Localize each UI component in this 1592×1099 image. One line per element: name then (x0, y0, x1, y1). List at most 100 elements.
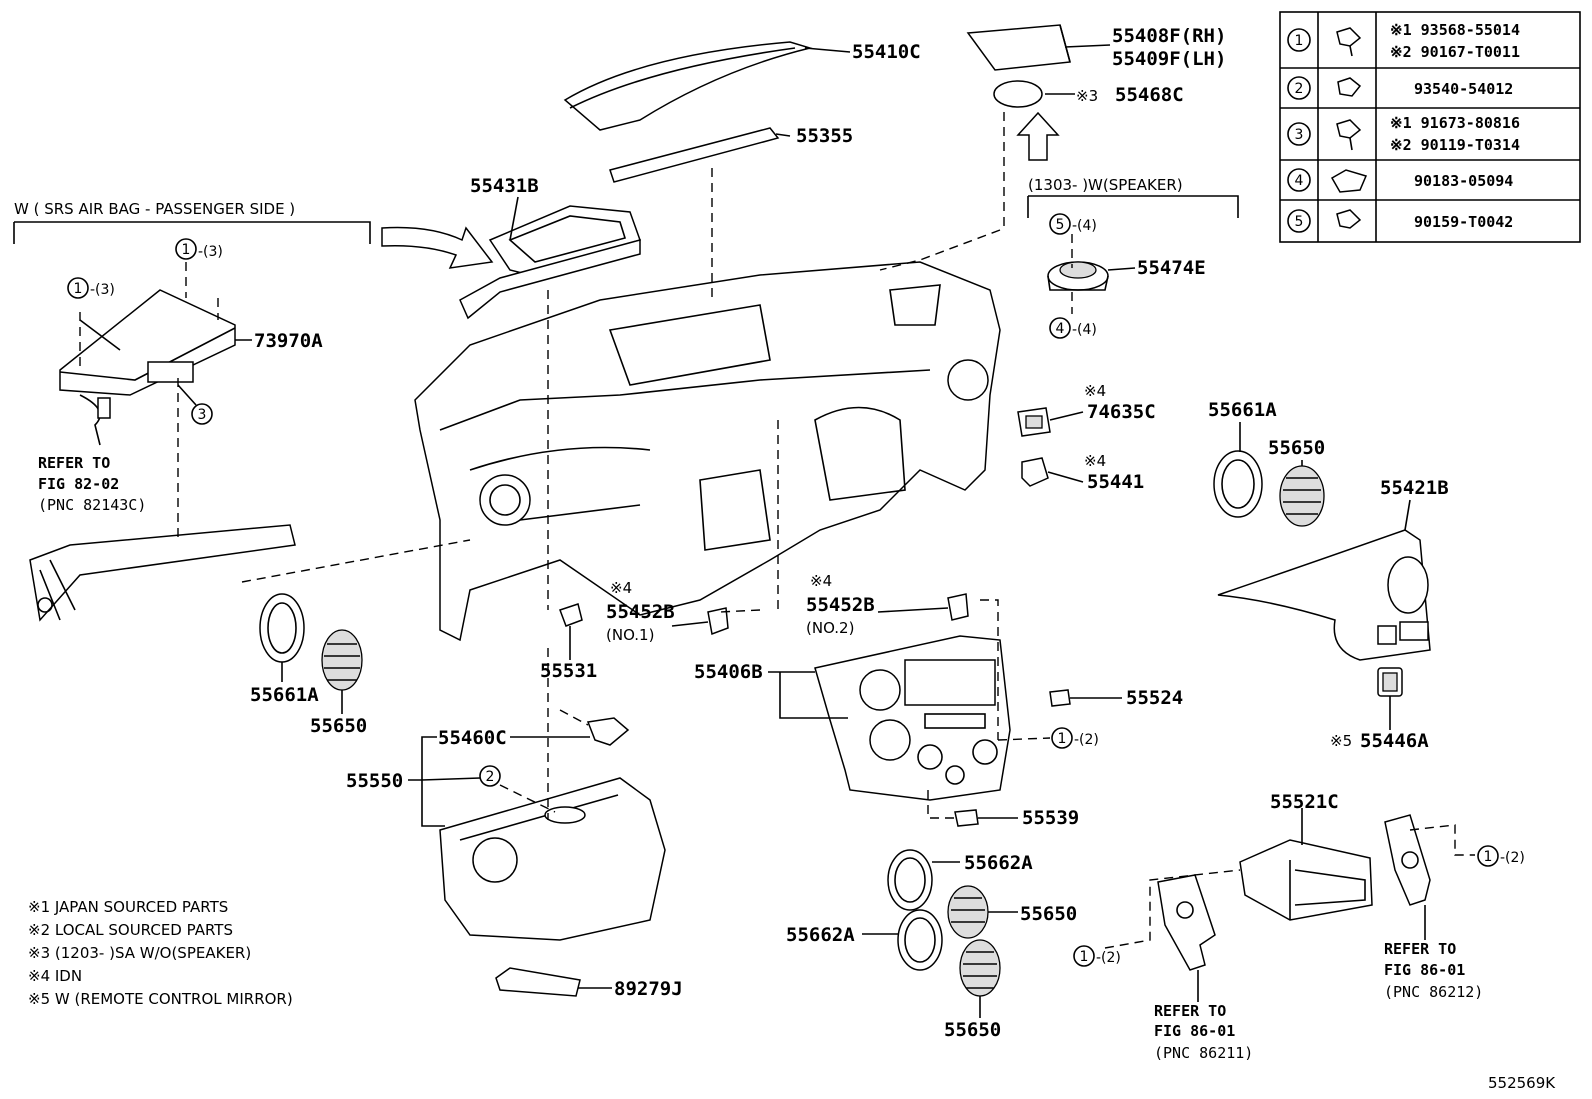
part-55446a-drawing (1377, 667, 1403, 697)
ref-1-2-bottom: 1 -(2) (1073, 945, 1121, 967)
svg-text:3: 3 (1295, 127, 1304, 143)
mark-4-74635c: ※4 (1084, 382, 1106, 400)
svg-text:※2 90167-T0011: ※2 90167-T0011 (1390, 43, 1520, 61)
svg-text:FIG 82-02: FIG 82-02 (38, 475, 119, 493)
part-55431b-drawing (459, 205, 641, 320)
callout-89279j: 89279J (614, 978, 683, 1000)
bolt-icon (1336, 209, 1362, 229)
refer-note-3: REFER TO FIG 86-01 (PNC 86212) (1384, 905, 1483, 1001)
callout-55662a-1: 55662A (964, 852, 1033, 874)
callout-74635c: 74635C (1087, 401, 1156, 423)
part-55521c-drawing (1239, 839, 1373, 921)
svg-text:※1 93568-55014: ※1 93568-55014 (1390, 21, 1520, 39)
part-55524-drawing (1049, 689, 1071, 707)
svg-text:REFER TO: REFER TO (1154, 1002, 1226, 1020)
part-55662a-2-drawing (897, 909, 943, 971)
legend-item-3: ※3 (1203- )SA W/O(SPEAKER) (28, 944, 251, 962)
callout-55539: 55539 (1022, 807, 1079, 829)
table-row-3: 3 ※1 91673-80816 ※2 90119-T0314 (1287, 114, 1520, 154)
callout-55524: 55524 (1126, 687, 1183, 709)
svg-text:REFER TO: REFER TO (1384, 940, 1456, 958)
table-row-4: 4 90183-05094 (1287, 168, 1513, 193)
callout-55468c: 55468C (1115, 84, 1184, 106)
arrow-right-icon (381, 226, 494, 269)
callout-55521c: 55521C (1270, 791, 1339, 813)
legend: ※1 JAPAN SOURCED PARTS ※2 LOCAL SOURCED … (28, 898, 293, 1008)
callout-55421b: 55421B (1380, 477, 1449, 499)
callout-55452b-no1: 55452B (606, 601, 675, 623)
part-55650-left-drawing (321, 629, 363, 691)
bolt-icon (1336, 27, 1362, 57)
part-55650-right-drawing (1279, 465, 1325, 527)
svg-text:(PNC 86212): (PNC 86212) (1384, 983, 1483, 1001)
leader-lines (13, 44, 1411, 1018)
svg-text:1: 1 (1484, 849, 1493, 865)
svg-text:1: 1 (182, 242, 191, 258)
part-89279j-drawing (495, 967, 581, 997)
svg-text:5: 5 (1295, 214, 1304, 230)
part-55452b-no2-drawing (947, 593, 969, 621)
instrument-panel-drawing (414, 261, 1001, 642)
part-55468c-drawing (993, 80, 1043, 108)
bolt-icon (1336, 119, 1362, 151)
circle-refs: 1 -(3) 1 -(3) 3 5 -(4) 4 -(4) (67, 213, 1525, 967)
part-55650-m1-drawing (947, 885, 989, 939)
part-55474e-drawing (1047, 261, 1109, 291)
part-55662a-1-drawing (887, 849, 933, 911)
svg-text:2: 2 (1295, 81, 1304, 97)
callout-55661a-left: 55661A (250, 684, 319, 706)
callout-55474e: 55474E (1137, 257, 1206, 279)
part-55650-m2-drawing (959, 939, 1001, 997)
svg-text:90183-05094: 90183-05094 (1414, 172, 1513, 190)
ref-1-3-left: 1 -(3) (67, 277, 115, 299)
legend-item-1: ※1 JAPAN SOURCED PARTS (28, 898, 228, 916)
fastener-table: 1 ※1 93568-55014 ※2 90167-T0011 2 93540-… (1279, 11, 1581, 243)
part-55539-drawing (954, 809, 979, 827)
svg-text:1: 1 (1080, 949, 1089, 965)
svg-text:-(4): -(4) (1072, 322, 1097, 338)
svg-text:FIG 86-01: FIG 86-01 (1384, 961, 1465, 979)
svg-text:-(4): -(4) (1072, 218, 1097, 234)
svg-text:※2 90119-T0314: ※2 90119-T0314 (1390, 136, 1520, 154)
svg-text:93540-54012: 93540-54012 (1414, 80, 1513, 98)
legend-item-5: ※5 W (REMOTE CONTROL MIRROR) (28, 990, 293, 1008)
part-55406b-drawing (814, 635, 1011, 801)
callout-labels: 55410C 55408F(RH) 55409F(LH) ※3 55468C 5… (250, 25, 1449, 1041)
speaker-group-label: (1303- )W(SPEAKER) (1028, 176, 1183, 194)
srs-airbag-group-label: W ( SRS AIR BAG - PASSENGER SIDE ) (14, 200, 295, 218)
part-55408f-drawing (966, 24, 1071, 71)
ref-3: 3 (177, 384, 213, 425)
callout-55409f: 55409F(LH) (1112, 48, 1226, 70)
ref-4-4: 4 -(4) (1049, 317, 1097, 339)
ref-1-2-right: 1 -(2) (1477, 845, 1525, 867)
dashed-lines (79, 112, 1475, 949)
svg-text:-(2): -(2) (1096, 950, 1121, 966)
table-row-2: 2 93540-54012 (1287, 76, 1513, 100)
ref-1-3-top: 1 -(3) (175, 238, 223, 260)
bracket-left-drawing (1157, 874, 1216, 971)
part-55661a-right-drawing (1213, 450, 1263, 518)
callout-55408f: 55408F(RH) (1112, 25, 1226, 47)
diagram-id: 552569K (1488, 1074, 1556, 1092)
callout-55531: 55531 (540, 660, 597, 682)
part-55441-drawing (1021, 457, 1049, 487)
part-55421b-drawing (1217, 529, 1431, 661)
callout-55452b-no2: 55452B (806, 594, 875, 616)
svg-text:1: 1 (74, 281, 83, 297)
part-55661a-left-drawing (259, 593, 305, 663)
arrow-up-icon (1016, 111, 1060, 161)
part-73970a-drawing (59, 289, 236, 446)
svg-text:(PNC 86211): (PNC 86211) (1154, 1044, 1253, 1062)
label-no1: (NO.1) (606, 626, 654, 644)
part-55550-drawing (439, 777, 666, 941)
svg-text:2: 2 (486, 769, 495, 785)
callout-55650-right: 55650 (1268, 437, 1325, 459)
part-55410c-drawing (563, 41, 813, 131)
screw-icon (1337, 77, 1362, 97)
label-no2: (NO.2) (806, 619, 854, 637)
mark-5: ※5 (1330, 732, 1352, 750)
svg-text:-(3): -(3) (90, 282, 115, 298)
callout-55441: 55441 (1087, 471, 1144, 493)
callout-55550: 55550 (346, 770, 403, 792)
ref-1-2-center: 1 -(2) (1051, 727, 1099, 749)
